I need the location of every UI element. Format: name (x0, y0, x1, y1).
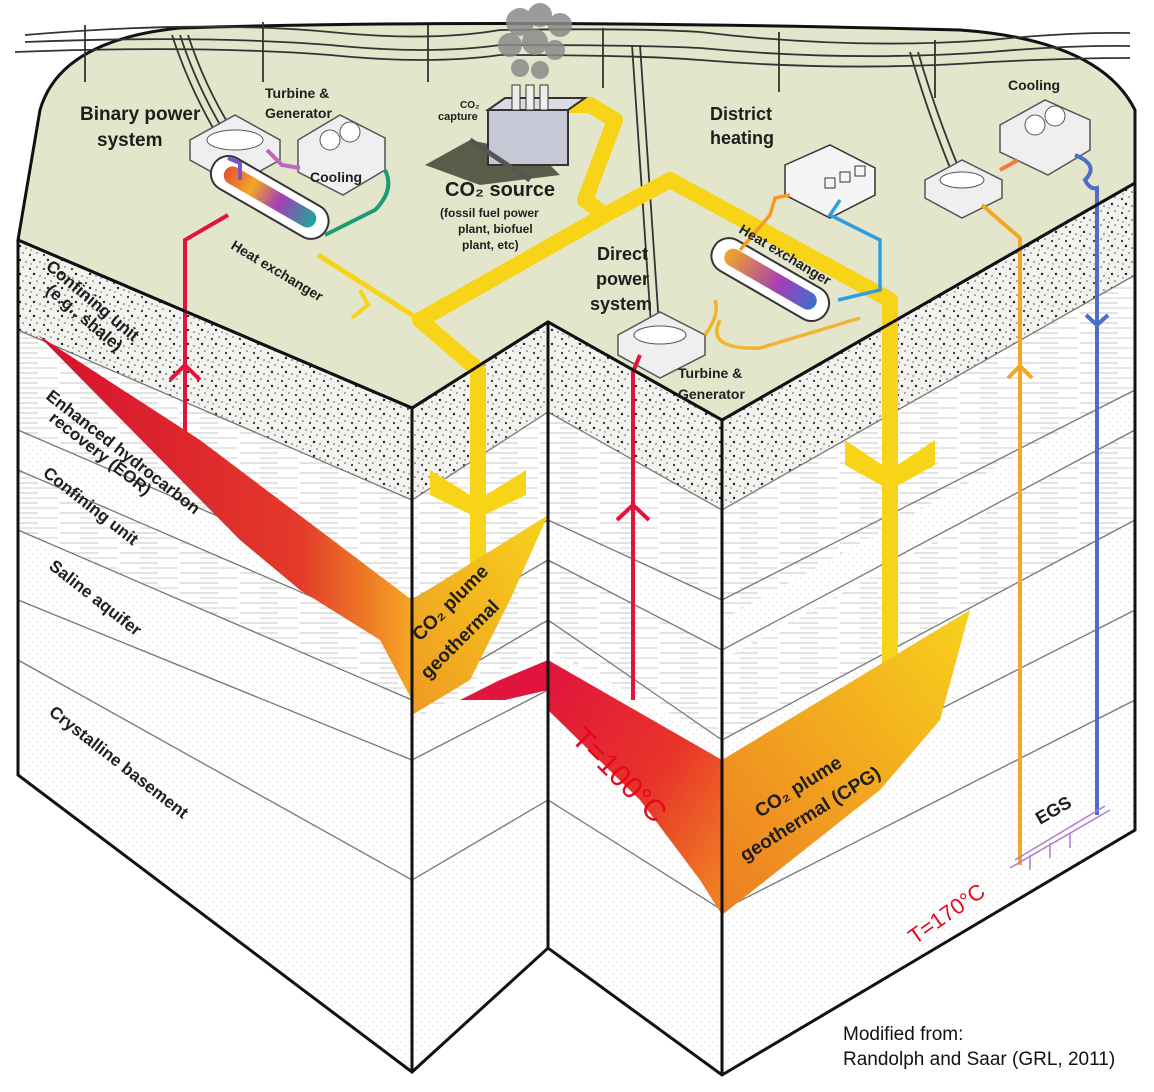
hot-reservoir-ridge (460, 660, 548, 700)
egs-turbine-generator (924, 159, 1003, 219)
co2-capture-label-2: capture (438, 111, 478, 123)
co2-source-desc-1: (fossil fuel power (440, 206, 539, 220)
sand-layer-left (18, 240, 412, 500)
block-outline (16, 181, 1137, 1077)
t100-reservoir (548, 660, 722, 915)
caption-line-2: Randolph and Saar (GRL, 2011) (843, 1049, 1116, 1070)
co2-injection-arrows (430, 440, 935, 518)
co2-source-desc-3: plant, etc) (462, 238, 519, 252)
district-heat-exchanger (710, 237, 831, 323)
co2-plume-reservoir (412, 515, 548, 715)
egs-wells (980, 153, 1110, 865)
binary-loop-lines (168, 148, 391, 440)
egs-cooling-label: Cooling (1008, 77, 1060, 93)
direct-production-well (615, 354, 651, 700)
district-loop-lines (715, 193, 882, 350)
egs-fractures (1009, 805, 1111, 870)
cpg-reservoir (722, 610, 970, 915)
co2-source-title: CO₂ source (445, 179, 555, 201)
direct-turbine-generator (617, 299, 718, 379)
binary-exhaust-pipe (316, 252, 422, 323)
binary-cooling-label: Cooling (310, 169, 362, 185)
binary-power-label-2: system (97, 130, 163, 151)
direct-power-label-2: power (596, 269, 649, 289)
direct-power-label-1: Direct (597, 244, 648, 264)
direct-turbine-label-1: Turbine & (678, 365, 742, 381)
sand-layer-right (722, 183, 1135, 510)
eor-reservoir (38, 335, 412, 700)
egs-turbine-cooling-link (999, 158, 1019, 172)
district-heating-label-1: District (710, 104, 772, 124)
shale-right-2 (722, 430, 1135, 740)
binary-exhaust-arrow (350, 289, 371, 320)
shale-left-2 (18, 470, 412, 700)
co2-source-desc-2: plant, biofuel (458, 222, 533, 236)
direct-turbine-label-2: Generator (678, 386, 745, 402)
co2-source-plant (425, 3, 589, 185)
direct-power-label-3: system (590, 294, 652, 314)
co2-capture-label-1: CO₂ (460, 100, 479, 111)
caption-line-1: Modified from: (843, 1024, 964, 1045)
source-caption: Modified from: Randolph and Saar (GRL, 2… (843, 1022, 1115, 1072)
binary-turbine-label-2: Generator (265, 105, 332, 121)
binary-turbine-label-1: Turbine & (265, 85, 329, 101)
binary-cooling-unit (297, 114, 386, 196)
district-heating-label-2: heating (710, 128, 774, 148)
egs-cooling-unit (999, 99, 1091, 176)
binary-power-label-1: Binary power (80, 104, 201, 125)
